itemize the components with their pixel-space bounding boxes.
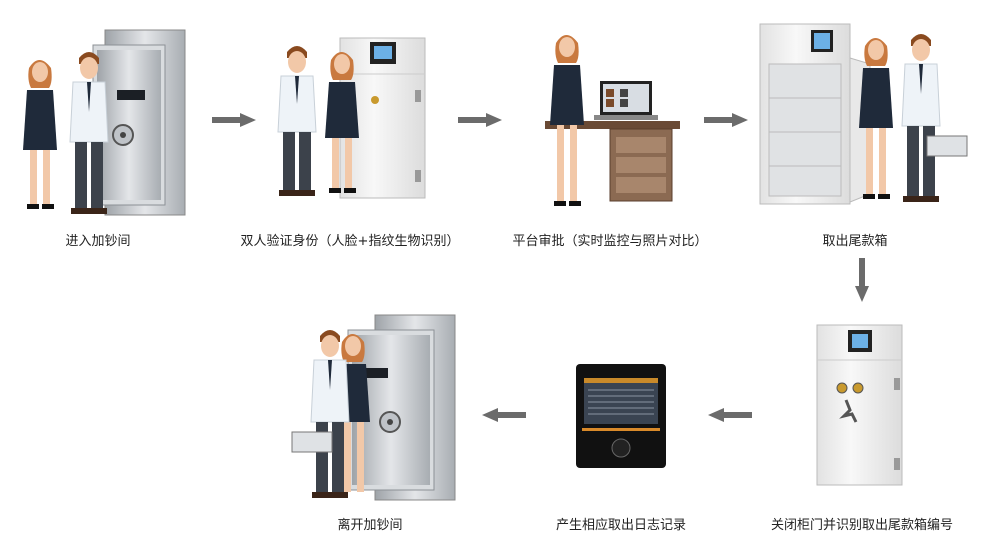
log-terminal-icon	[576, 364, 666, 468]
step-6-caption: 产生相应取出日志记录	[555, 518, 687, 533]
arrow-icon	[708, 408, 752, 422]
vault-door-icon	[291, 314, 456, 501]
person-woman-icon	[550, 35, 584, 206]
arrow-icon	[482, 408, 526, 422]
step-3-caption: 平台审批（实时监控与照片对比）	[512, 234, 708, 249]
arrow-icon	[212, 113, 256, 127]
arrow-icon	[458, 113, 502, 127]
step-5-caption: 关闭柜门并识别取出尾款箱编号	[770, 518, 954, 533]
arrow-6	[482, 408, 526, 422]
person-man-icon	[291, 330, 350, 498]
step-7-caption: 离开加钞间	[337, 518, 403, 533]
person-woman-icon	[325, 52, 359, 193]
step-4-take-box	[755, 18, 970, 213]
step-6-log	[574, 362, 668, 470]
step-7-leave	[290, 310, 460, 505]
safe-cabinet-icon	[277, 37, 426, 199]
step-3-approve	[540, 35, 690, 215]
step-1-enter	[15, 20, 195, 220]
step-4-caption: 取出尾款箱	[822, 234, 888, 249]
arrow-1	[212, 113, 256, 127]
safe-cabinet-icon	[816, 324, 903, 486]
step-2-verify	[265, 30, 445, 210]
person-woman-icon	[23, 60, 57, 209]
person-man-icon	[901, 34, 968, 202]
arrow-3	[704, 113, 748, 127]
arrow-5	[708, 408, 752, 422]
workstation-icon	[545, 35, 680, 206]
open-safe-icon	[759, 23, 968, 205]
person-man-icon	[277, 46, 317, 196]
step-5-close-identify	[812, 320, 907, 490]
step-1-caption: 进入加钞间	[65, 234, 131, 249]
vault-door-icon	[23, 29, 186, 216]
arrow-icon	[855, 258, 869, 302]
step-2-caption: 双人验证身份（人脸+指纹生物识别）	[240, 234, 460, 249]
person-woman-icon	[859, 38, 893, 199]
arrow-icon	[704, 113, 748, 127]
arrow-2	[458, 113, 502, 127]
person-man-icon	[69, 52, 109, 214]
arrow-4	[855, 258, 869, 302]
